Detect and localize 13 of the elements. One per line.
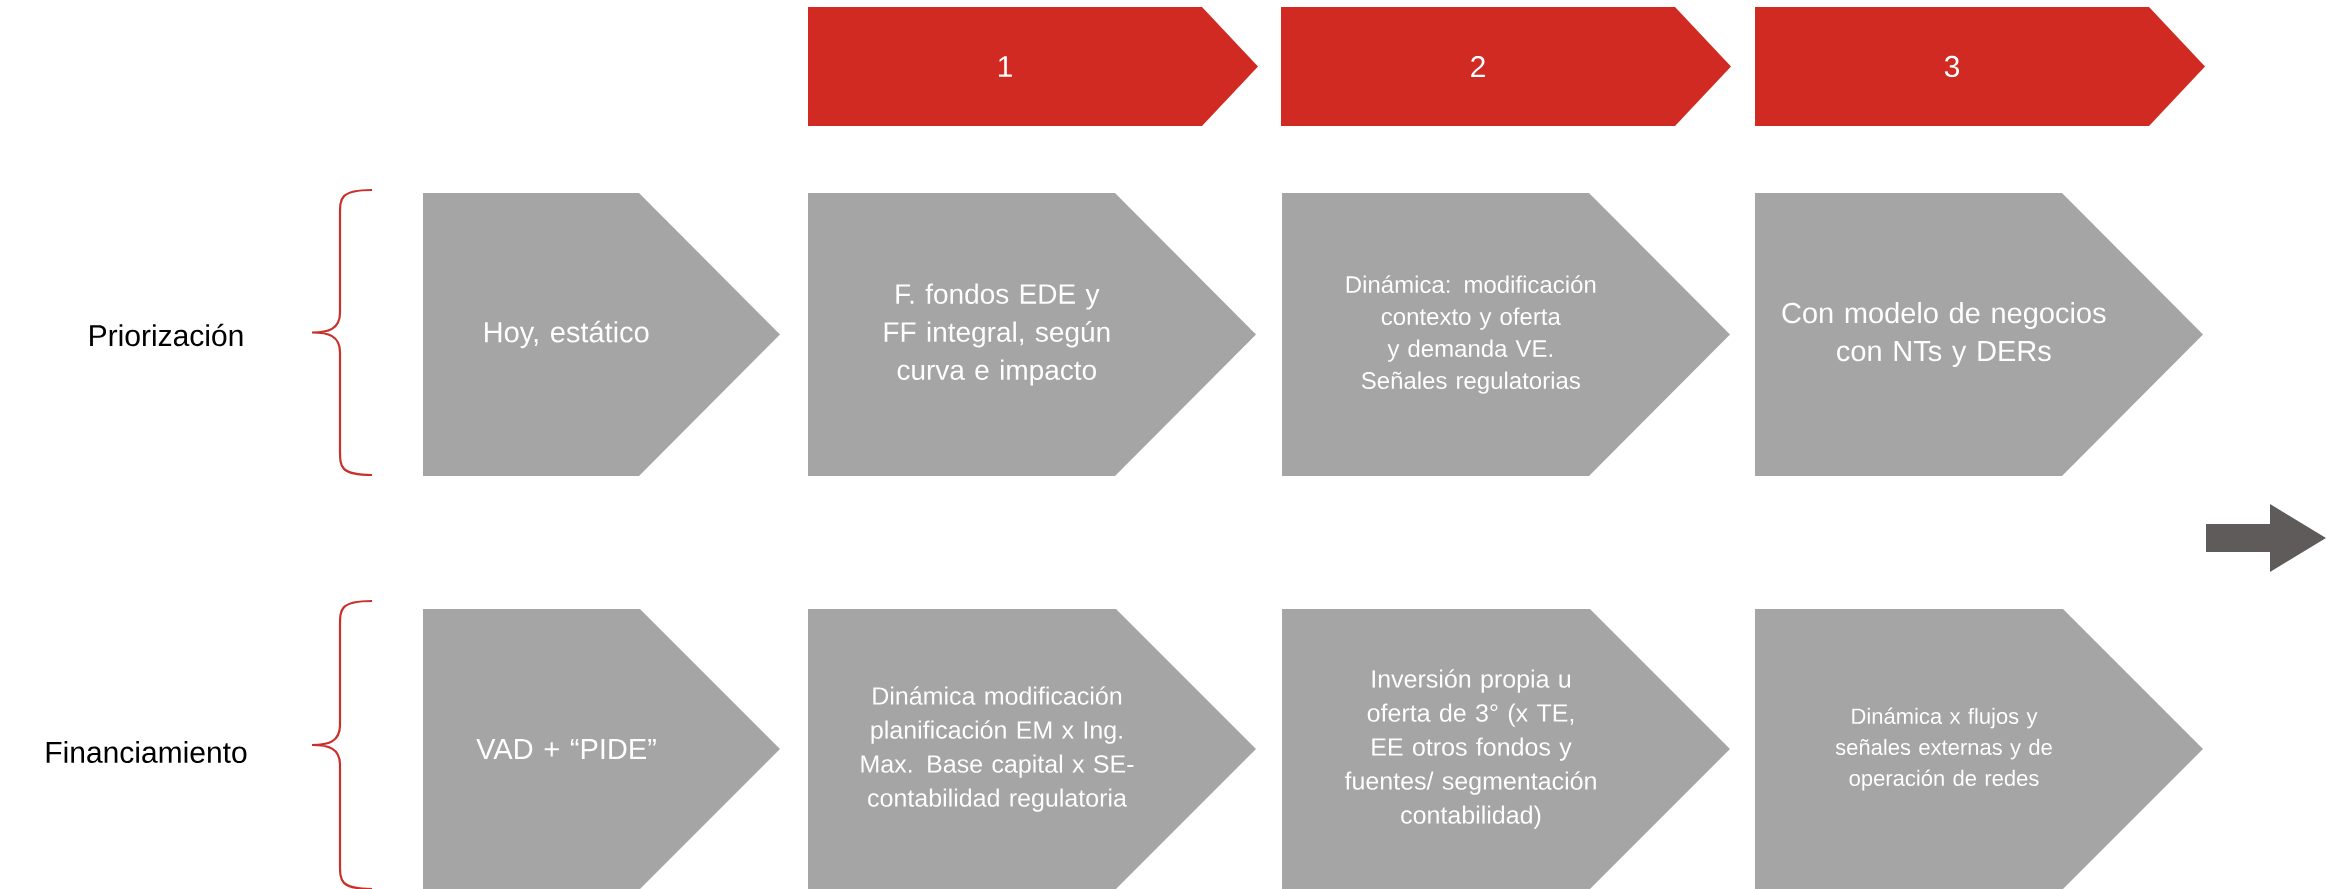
- row-label: Priorización: [90, 323, 243, 347]
- pentagon-box: F. fondos EDE y FF integral, según curva e impacto: [808, 193, 1256, 476]
- pentagon-box: Dinámica x flujos y señales externas y de operación de redes: [1755, 609, 2204, 889]
- step-banner: 2: [1281, 7, 1731, 126]
- step-banner: 1: [808, 7, 1258, 126]
- pentagon-box: Dinámica modificación planificación EM x Ing. Max. Base capital x SE- contabilidad regulatoria: [808, 609, 1256, 889]
- pentagon-box: Dinámica: modificación contexto y oferta y demanda VE. Señales regulatorias: [1282, 193, 1730, 476]
- row-label: Financiamiento: [46, 741, 247, 763]
- step-banner: 3: [1755, 7, 2206, 126]
- pentagon-box: Inversión propia u oferta de 3° (x TE, EE otros fondos y fuentes/ segmentación contabilidad): [1282, 609, 1730, 889]
- pentagon-box: Con modelo de negocios con NTs y DERs: [1755, 193, 2204, 476]
- pentagon-box: Hoy, estático: [423, 193, 780, 476]
- pentagon-box: VAD + “PIDE”: [423, 609, 780, 889]
